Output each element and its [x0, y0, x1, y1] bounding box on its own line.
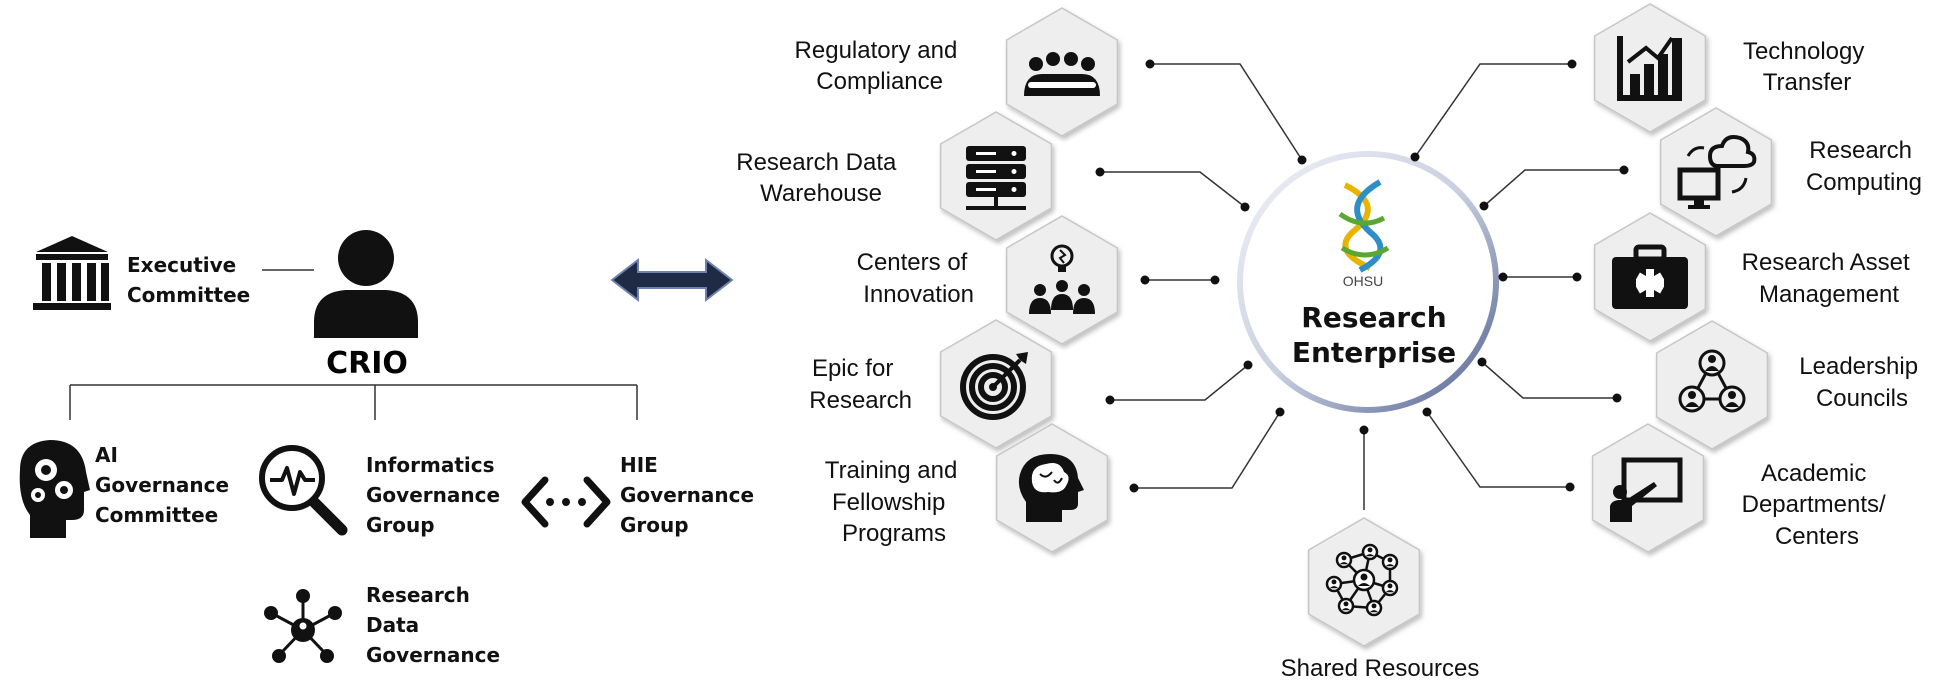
- label-shared: Shared Resources: [1281, 655, 1480, 682]
- connector-epic: [1110, 364, 1249, 401]
- crio-label: CRIO: [326, 346, 408, 381]
- cloud-computer-icon: [1677, 135, 1757, 209]
- bar-chart-icon: [1617, 36, 1682, 101]
- hex-shared: [1307, 517, 1421, 647]
- connector-warehouse: [1100, 171, 1246, 208]
- hex-computing: [1659, 107, 1773, 237]
- hexagon-shape: [1655, 320, 1769, 450]
- hub-title-line2: Enterprise: [1292, 336, 1456, 369]
- label-leadership: Leadership Councils: [1799, 353, 1924, 412]
- research-data-governance-label: Research Data Governance: [366, 583, 500, 667]
- ohsu-logo: OHSU: [1338, 179, 1390, 289]
- exchange-dots: [546, 498, 586, 506]
- data-exchange-icon: [521, 476, 611, 528]
- label-innovation: Centers of Innovation: [857, 249, 974, 308]
- hex-regulatory: [1005, 7, 1119, 137]
- hex-academic: [1591, 423, 1705, 553]
- institution-icon: [33, 236, 111, 310]
- ai-governance-label: AI Governance Committee: [95, 443, 236, 527]
- connector-regulatory: [1150, 63, 1303, 161]
- label-academic: Academic Departments/ Centers: [1742, 460, 1893, 550]
- hex-techtransfer: [1593, 3, 1707, 133]
- label-training: Training and Fellowship Programs: [825, 457, 964, 547]
- hex-warehouse: [939, 111, 1053, 241]
- hex-epic: [939, 319, 1053, 449]
- hex-leadership: [1655, 320, 1769, 450]
- informatics-governance-label: Informatics Governance Group: [366, 453, 507, 537]
- label-warehouse: Research Data Warehouse: [736, 149, 903, 207]
- research-enterprise-hub: OHSU Research Enterprise: [1237, 151, 1499, 413]
- hub-title-line1: Research: [1301, 301, 1446, 334]
- presentation-icon: [1610, 457, 1683, 522]
- idea-team-icon: [1029, 244, 1095, 314]
- people-network-icon: [1325, 543, 1399, 617]
- brain-head-icon: [1018, 454, 1084, 522]
- data-governance-network-icon: [264, 589, 342, 663]
- meeting-icon: [1024, 52, 1100, 96]
- hex-training: [995, 423, 1109, 553]
- hex-asset: [1593, 212, 1707, 342]
- governance-section: Executive Committee CRIO AI: [19, 230, 761, 667]
- connector-training: [1134, 411, 1281, 489]
- network-people-icon: [1678, 349, 1746, 413]
- connector-computing: [1483, 169, 1624, 207]
- spoke-tiles: [939, 3, 1773, 647]
- bidirectional-arrow-icon: [610, 257, 734, 303]
- hex-innovation: [1005, 215, 1119, 345]
- label-asset: Research Asset Management: [1742, 249, 1917, 308]
- label-epic: Epic for Research: [809, 355, 912, 414]
- hexagon-shape: [1005, 7, 1119, 137]
- connector-endpoints: [1095, 59, 1629, 493]
- person-icon: [314, 230, 418, 338]
- connector-leadership: [1481, 361, 1617, 399]
- spoke-connectors: [1100, 63, 1624, 510]
- medical-kit-icon: [1612, 244, 1688, 309]
- server-icon: [966, 146, 1026, 210]
- hie-governance-label: HIE Governance Group: [620, 453, 761, 537]
- connector-techtransfer: [1414, 63, 1572, 158]
- target-icon: [960, 352, 1028, 420]
- ohsu-logo-text: OHSU: [1343, 273, 1383, 289]
- magnifier-pulse-icon: [259, 445, 348, 536]
- label-techtransfer: Technology Transfer: [1743, 38, 1871, 96]
- label-computing: Research Computing: [1806, 137, 1922, 196]
- label-regulatory: Regulatory and Compliance: [795, 37, 964, 95]
- executive-committee-label: Executive Committee: [127, 253, 250, 307]
- connector-academic: [1426, 411, 1570, 488]
- ai-head-gears-icon: [19, 440, 90, 538]
- org-tree-lines: [69, 384, 638, 420]
